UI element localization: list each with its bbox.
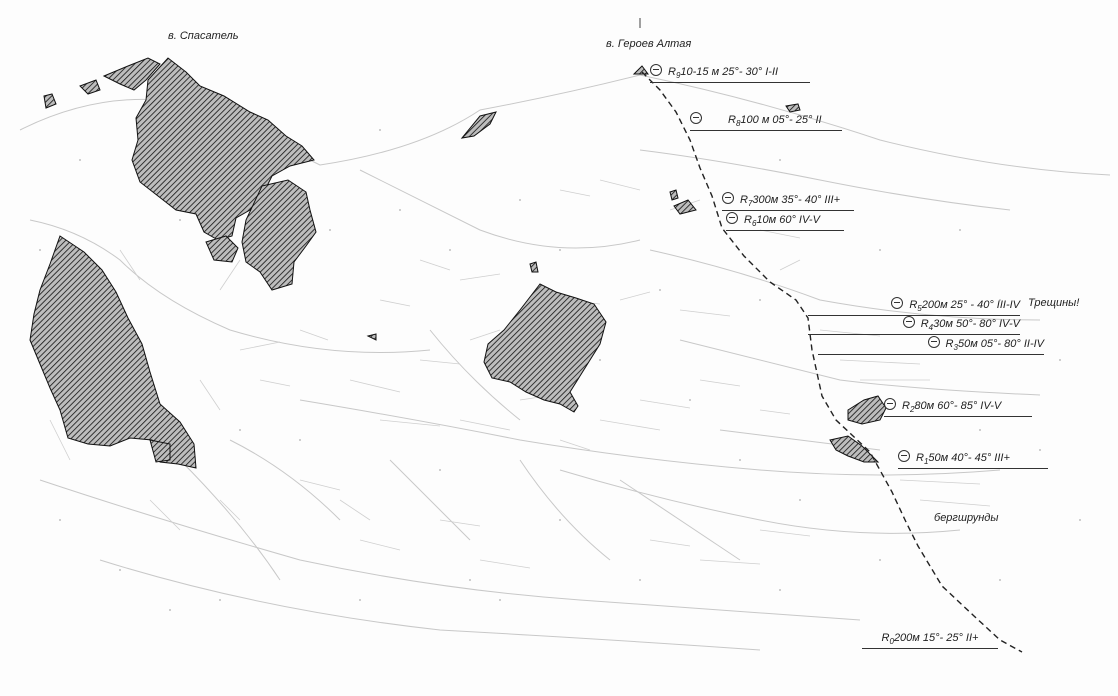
rock-outcrops [29, 57, 887, 469]
grade-symbol-icon [650, 64, 662, 76]
route-line [641, 71, 1023, 653]
grade-symbol-icon [726, 212, 738, 224]
route-segment-r0: R0200м 15°- 25° II+ [862, 632, 998, 650]
rock-spasatel-small-2 [79, 79, 101, 95]
rock-r8-small [785, 103, 801, 113]
bergschrund-label: бергшрунды [934, 512, 999, 524]
rock-left-massif [29, 235, 197, 469]
rock-ridge-center [460, 111, 497, 139]
route-segment-r5: R5200м 25° - 40° III-IV [808, 297, 1020, 317]
route-segment-r7: R7300м 35°- 40° III+ [722, 192, 854, 212]
route-segment-r9: R910-15 м 25°- 30° I-II [650, 64, 810, 84]
grade-symbol-icon [722, 192, 734, 204]
snow-contours [19, 74, 1111, 651]
rock-spasatel-small-1 [43, 93, 57, 109]
grade-symbol-icon [884, 398, 896, 410]
peak-label-spasatel: в. Спасатель [168, 30, 239, 42]
grade-symbol-icon [898, 450, 910, 462]
route-segment-r2: R280м 60°- 85° IV-V [884, 398, 1032, 418]
rock-r7-small [673, 199, 697, 215]
rock-spasatel-main [131, 57, 315, 241]
rock-spasatel-top-left [102, 57, 161, 91]
route-segment-r3: R350м 05°- 80° II-IV [818, 336, 1044, 356]
grade-symbol-icon [902, 316, 915, 328]
snow-dots [39, 119, 1081, 611]
route-segment-r4: R430м 50°- 80° IV-V [808, 316, 1020, 336]
rock-r7-dot [669, 189, 679, 201]
grade-symbol-icon [690, 112, 702, 124]
grade-symbol-icon [927, 336, 940, 348]
route-segment-r8: R8100 м 05°- 25° II [690, 112, 842, 132]
route-segment-r1: R150м 40°- 45° III+ [898, 450, 1048, 470]
rock-spasatel-small-3 [205, 235, 239, 263]
crevasses-label: Трещины! [1028, 297, 1080, 309]
rock-r2 [847, 395, 887, 425]
rock-tiny-1 [529, 261, 539, 273]
grade-symbol-icon [891, 297, 904, 309]
rock-center-massif [483, 283, 607, 413]
rock-spasatel-right [241, 179, 317, 291]
rock-r1 [829, 435, 880, 463]
rock-peak-geroev [632, 65, 649, 75]
peak-label-geroev-altaya: в. Героев Алтая [606, 38, 692, 50]
rock-left-small [149, 439, 171, 463]
rock-tiny-2 [366, 333, 377, 341]
route-segment-r6: R610м 60° IV-V [726, 212, 844, 232]
